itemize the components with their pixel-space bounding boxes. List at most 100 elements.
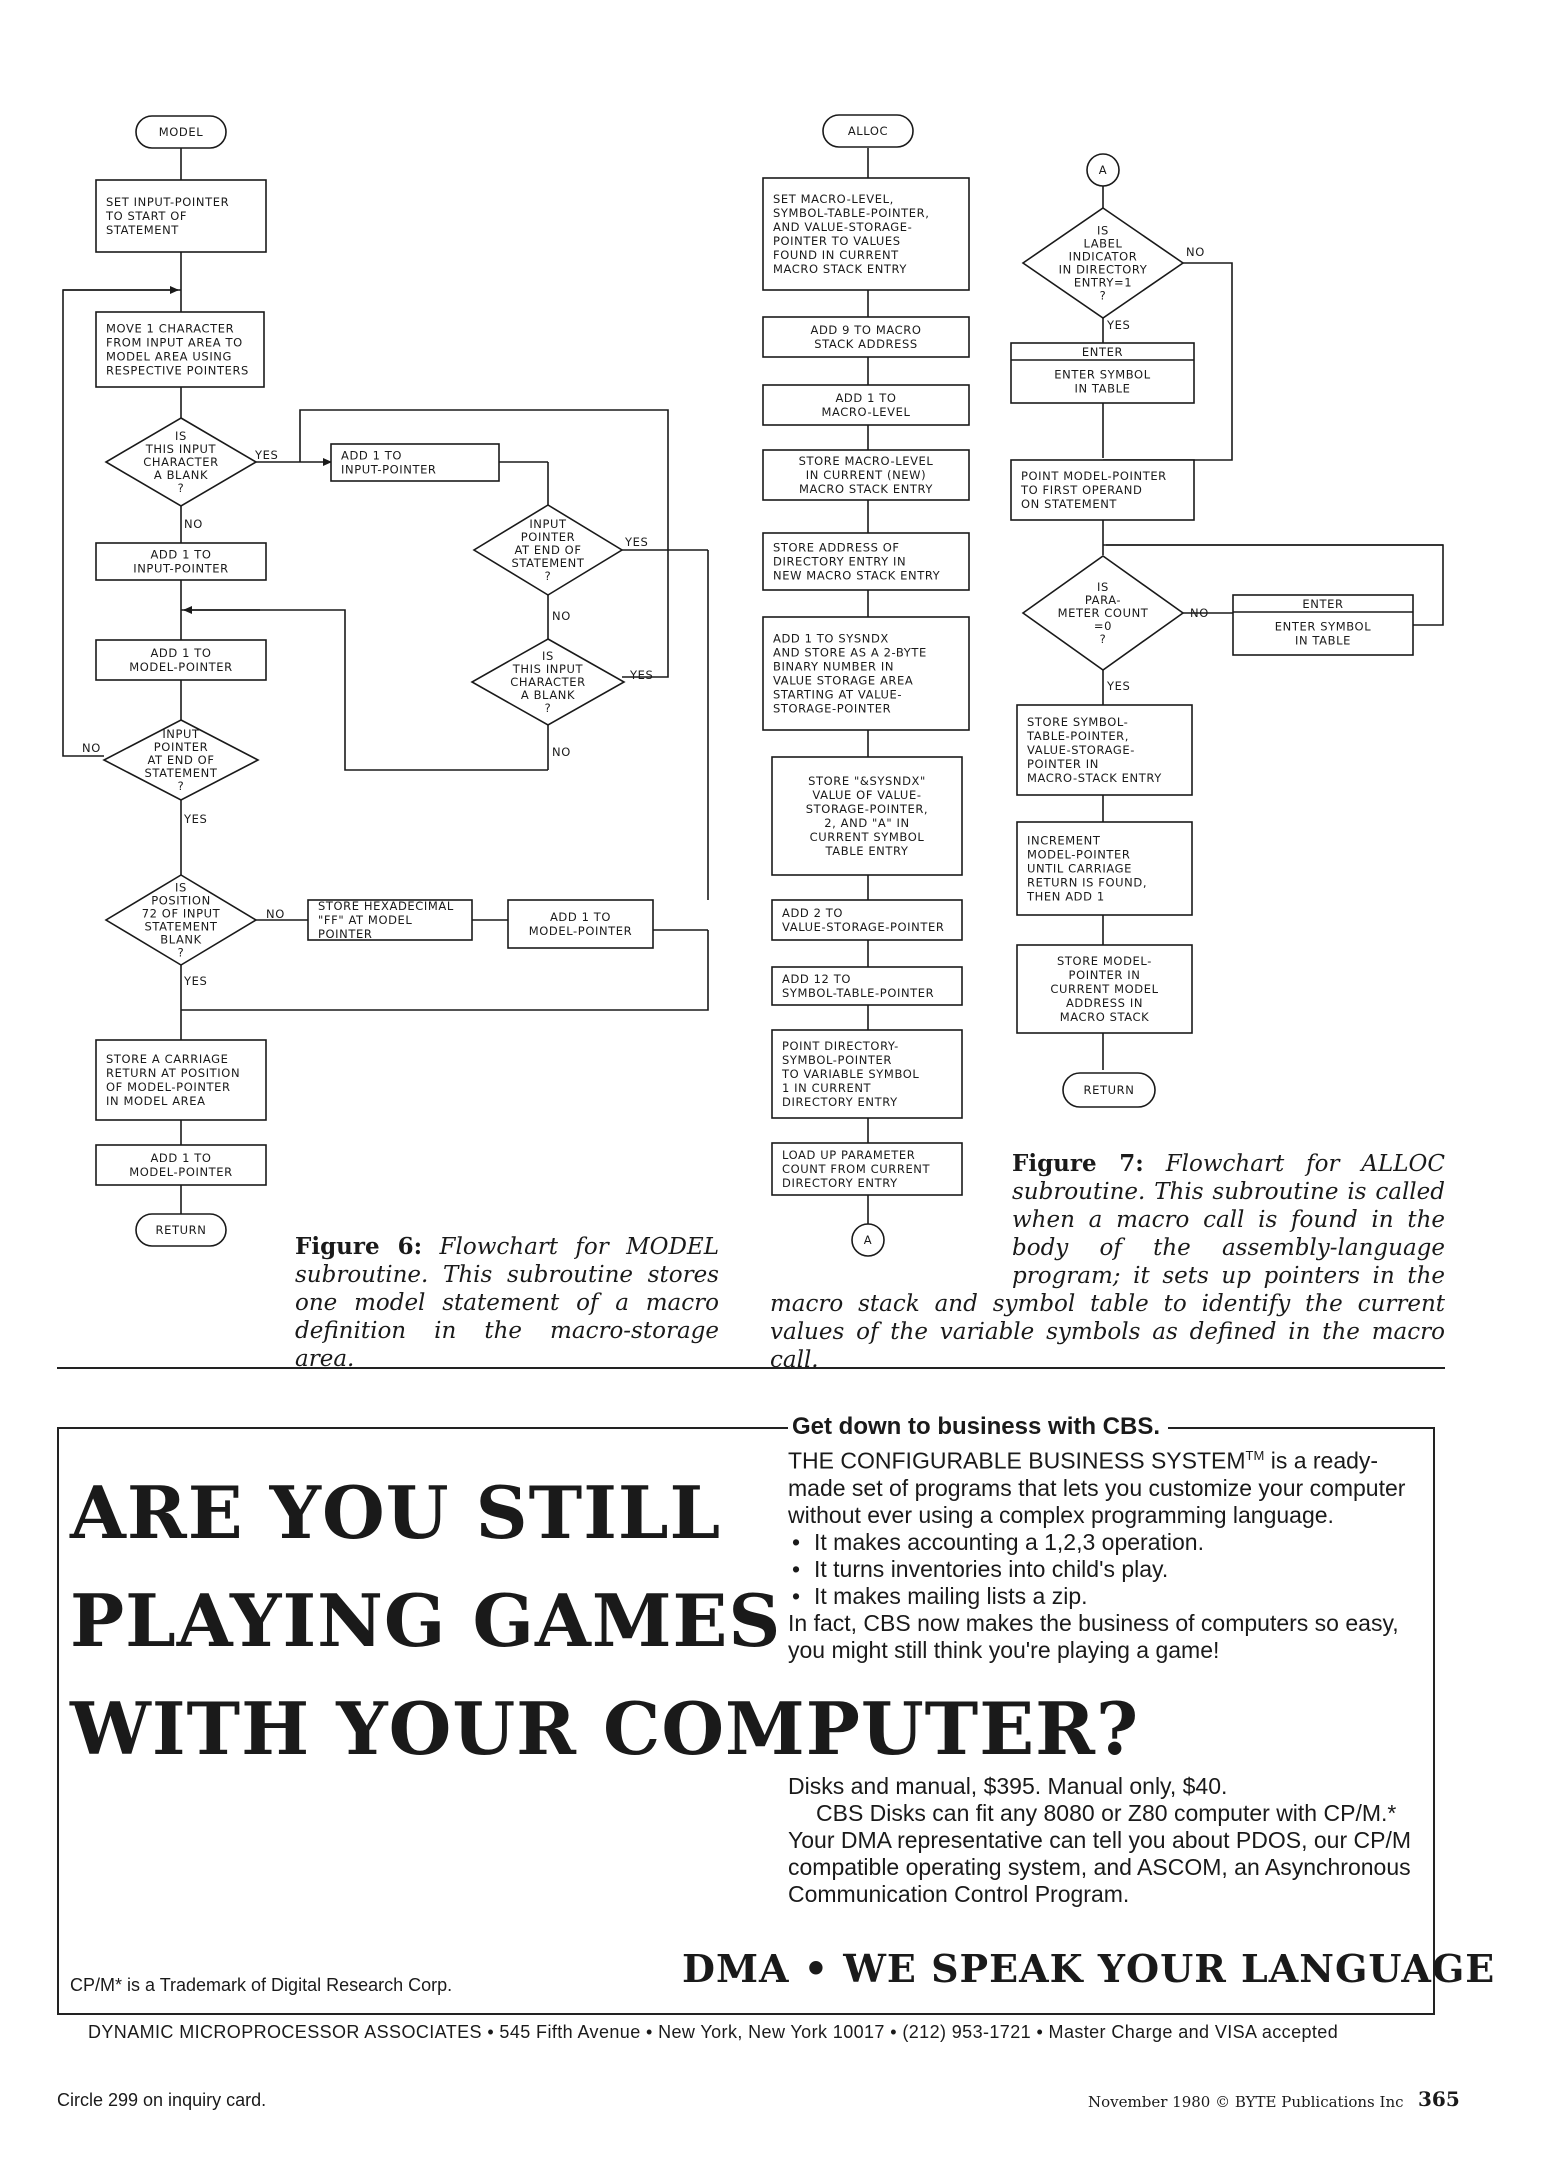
ad-body-copy: THE CONFIGURABLE BUSINESS SYSTEMTM is a … [788, 1442, 1428, 1664]
add-model-pointer-box [95, 639, 267, 681]
load-param-box-frame [771, 1142, 963, 1196]
add9-box-text: STACK ADDRESS [814, 337, 918, 351]
section-divider [57, 1367, 1445, 1369]
add1-level-box-text: ADD 1 TO [835, 391, 896, 405]
store-model-box-text: STORE MODEL- [1057, 954, 1152, 968]
add-input-pointer-left-box-text: ADD 1 TO [150, 548, 211, 562]
param-count-decision-text: PARA- [1085, 593, 1121, 607]
set-macro-level-box-text: SYMBOL-TABLE-POINTER, [773, 206, 930, 220]
increment-box-text: INCREMENT [1027, 834, 1101, 848]
inquiry-card-note: Circle 299 on inquiry card. [57, 2090, 267, 2110]
store-cr-box-text: OF MODEL-POINTER [106, 1080, 231, 1094]
store-ff-box-text: STORE HEXADECIMAL [318, 899, 454, 913]
store-dir-box-frame [762, 532, 970, 591]
set-macro-level-box-frame [762, 177, 970, 291]
add-sysndx-box-text: BINARY NUMBER IN [773, 660, 894, 674]
ad-slogan: DMA • WE SPEAK YOUR LANGUAGE [682, 1946, 1496, 1991]
ad-details-text: CBS Disks can fit any 8080 or Z80 comput… [788, 1800, 1412, 1907]
store-ff-box-text: POINTER [318, 927, 372, 941]
point-model-box [1010, 459, 1195, 521]
publication-credit: November 1980 © BYTE Publications Inc [1088, 2093, 1404, 2111]
input-end-left-decision-text: ? [178, 779, 185, 793]
yes-label: YES [1106, 318, 1130, 332]
add-model-pointer2-box-frame [507, 899, 654, 949]
position72-decision-text: POSITION [151, 894, 211, 908]
position72-decision-text: 72 OF INPUT [142, 907, 221, 921]
add2-box-text: ADD 2 TO [782, 906, 843, 920]
alloc-start-terminal [822, 114, 914, 148]
figure7-caption-text: Flowchart for ALLOC subroutine. This sub… [770, 1151, 1446, 1373]
store-symtab-box-text: POINTER IN [1027, 757, 1099, 771]
store-sysndx-box-text: VALUE OF VALUE- [812, 788, 921, 802]
label-indicator-decision-text: IN DIRECTORY [1059, 263, 1148, 277]
figure6-caption: Figure 6: Flowchart for MODEL subroutine… [295, 1233, 719, 1373]
increment-box-frame [1016, 821, 1193, 916]
set-input-pointer-box-text: TO START OF [105, 209, 187, 223]
store-symtab-box-text: STORE SYMBOL- [1027, 715, 1128, 729]
model-return-terminal [135, 1213, 227, 1247]
store-model-box-text: POINTER IN [1069, 968, 1141, 982]
set-macro-level-box-text: SET MACRO-LEVEL, [773, 192, 894, 206]
param-count-decision-text: ? [1100, 632, 1107, 646]
point-model-box-text: TO FIRST OPERAND [1020, 483, 1142, 497]
ad-headline-line-2: PLAYING GAMES [70, 1578, 782, 1663]
store-sysndx-box-text: STORE "&SYSNDX" [808, 774, 926, 788]
add-input-pointer-left-box-text: INPUT-POINTER [133, 562, 229, 576]
enter-symbol-box-1-frame [1010, 342, 1195, 404]
label-indicator-decision-text: LABEL [1083, 237, 1122, 251]
move-character-box-text: MODEL AREA USING [106, 350, 232, 364]
store-symtab-box-text: VALUE-STORAGE- [1027, 743, 1135, 757]
point-model-box-text: ON STATEMENT [1021, 497, 1117, 511]
yes-label: YES [1106, 679, 1130, 693]
add9-box-text: ADD 9 TO MACRO [811, 323, 922, 337]
add-model-pointer3-box-frame [95, 1144, 267, 1186]
blank-decision-text: A BLANK [154, 468, 208, 482]
blank-decision-text: CHARACTER [143, 455, 218, 469]
connector-bottom [851, 1223, 885, 1257]
position72-decision-text: STATEMENT [145, 920, 218, 934]
ad-headline-line-1: ARE YOU STILL [70, 1470, 722, 1555]
input-end-left-decision [102, 719, 260, 801]
enter-symbol-box-2-text: ENTER SYMBOL [1275, 620, 1371, 634]
load-param-box-text: DIRECTORY ENTRY [782, 1176, 898, 1190]
increment-box-text: RETURN IS FOUND, [1027, 876, 1147, 890]
add2-box-text: VALUE-STORAGE-POINTER [782, 920, 944, 934]
blank2-decision-text: THIS INPUT [512, 662, 584, 676]
input-end-right-decision-text: STATEMENT [512, 556, 585, 570]
store-symtab-box-frame [1016, 704, 1193, 796]
connector-top [1086, 153, 1120, 187]
add-model-pointer3-box [95, 1144, 267, 1186]
no-label: NO [82, 741, 101, 755]
add-model-pointer3-box-text: MODEL-POINTER [129, 1165, 233, 1179]
add9-box-frame [762, 316, 970, 358]
store-ff-box-text: "FF" AT MODEL [318, 913, 412, 927]
point-model-box-text: POINT MODEL-POINTER [1021, 469, 1167, 483]
store-cr-box-text: STORE A CARRIAGE [106, 1052, 229, 1066]
point-directory-box [771, 1029, 963, 1119]
add1-level-box-frame [762, 384, 970, 426]
add-input-pointer-left-box [95, 542, 267, 581]
yes-label: YES [254, 448, 278, 462]
add-input-pointer-right-box-text: ADD 1 TO [341, 449, 402, 463]
set-input-pointer-box [95, 179, 267, 253]
add12-box-text: SYMBOL-TABLE-POINTER [782, 986, 934, 1000]
model-start-terminal-text: MODEL [159, 125, 204, 139]
store-dir-box-text: DIRECTORY ENTRY IN [773, 555, 906, 569]
store-model-box [1016, 944, 1193, 1034]
no-label: NO [266, 907, 285, 921]
no-label: NO [552, 745, 571, 759]
position72-decision [104, 874, 258, 966]
add-sysndx-box-frame [762, 616, 970, 731]
ad-bullet: It turns inventories into child's play. [788, 1556, 1428, 1583]
add-sysndx-box [762, 616, 970, 731]
input-end-left-decision-text: INPUT [162, 727, 200, 741]
label-indicator-decision [1021, 207, 1185, 319]
move-character-box-text: FROM INPUT AREA TO [106, 336, 243, 350]
move-character-box-frame [95, 311, 265, 388]
add1-level-box [762, 384, 970, 426]
store-sysndx-box-text: STORAGE-POINTER, [806, 802, 928, 816]
ad-address-line: DYNAMIC MICROPROCESSOR ASSOCIATES • 545 … [88, 2022, 1339, 2042]
label-indicator-decision-text: IS [1097, 224, 1109, 238]
